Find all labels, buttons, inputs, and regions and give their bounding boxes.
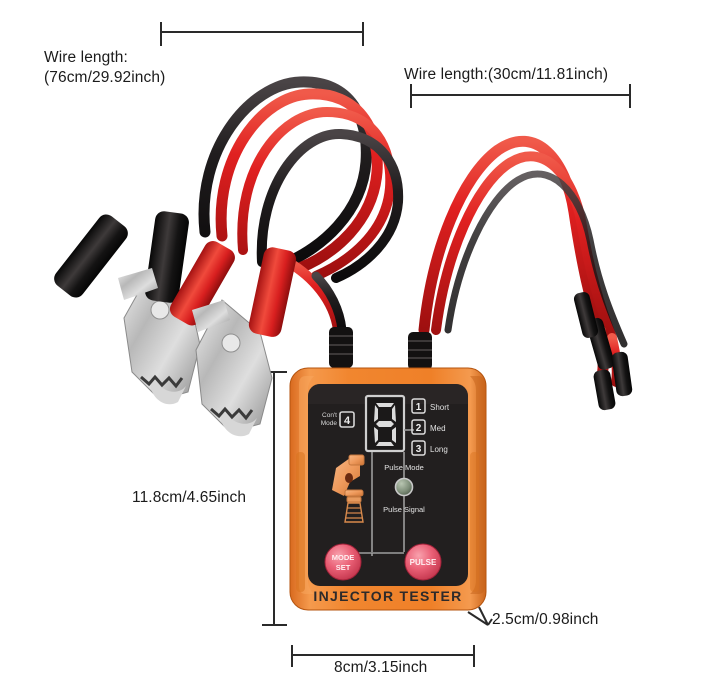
device-thickness-label: 2.5cm/0.98inch — [492, 611, 599, 628]
coil-mode-label-line2: Mode — [321, 420, 338, 427]
wire-length-left-line1: Wire length: — [44, 49, 128, 66]
cable-strain-relief-grommet-right — [408, 332, 432, 370]
panel-traces — [356, 429, 414, 556]
dimension-leader-thickness — [467, 606, 493, 626]
product-name: INJECTOR TESTER — [313, 588, 462, 604]
seven-segment-display — [364, 394, 406, 453]
black-alligator-clip — [54, 211, 201, 405]
pulse-button-label: PULSE — [410, 558, 437, 567]
mode-set-button[interactable]: MODE SET — [324, 543, 362, 581]
mode-label-1: Short — [430, 403, 450, 412]
mode-label-3: Long — [430, 445, 448, 454]
coil-mode-value: 4 — [344, 415, 351, 427]
black-bullet-connector — [573, 292, 633, 411]
pulse-led-indicator: Pulse Mode Pulse Signal — [383, 463, 425, 514]
coil-mode-label-line1: Con't — [322, 412, 337, 419]
mode-number-2: 2 — [416, 423, 422, 434]
mode-item-3: 3 Long — [411, 440, 448, 456]
dimension-line-wire-right — [410, 84, 631, 108]
dimension-line-height — [262, 371, 287, 626]
coil-mode-indicator: 4 Con't Mode — [321, 411, 355, 428]
mode-item-1: 1 Short — [411, 398, 450, 414]
wire-length-right-label: Wire length:(30cm/11.81inch) — [404, 66, 609, 83]
fuel-injector-icon — [332, 454, 365, 523]
pulse-mode-label: Pulse Mode — [384, 463, 424, 472]
dimension-line-width — [291, 645, 475, 667]
red-alligator-clip — [169, 241, 297, 437]
mode-number-3: 3 — [416, 444, 422, 455]
dimension-line-wire-left — [160, 22, 364, 46]
pulse-button[interactable]: PULSE — [404, 543, 442, 581]
mode-label-2: Med — [430, 424, 446, 433]
mode-item-2: 2 Med — [411, 419, 446, 435]
mode-set-button-line2: SET — [336, 563, 351, 572]
mode-set-button-line1: MODE — [332, 553, 355, 562]
wire-length-left-line2: (76cm/29.92inch) — [44, 69, 166, 86]
wire-harness-left — [198, 76, 404, 335]
wire-length-left-label: Wire length: (76cm/29.92inch) — [44, 48, 165, 88]
device-case: 4 Con't Mode 1 Short 2 Med 3 — [289, 367, 487, 611]
cable-strain-relief-grommet-left — [329, 327, 353, 368]
mode-number-1: 1 — [416, 402, 422, 413]
pulse-signal-label: Pulse Signal — [383, 505, 425, 514]
device-height-label: 11.8cm/4.65inch — [132, 489, 247, 506]
device-width-label: 8cm/3.15inch — [334, 659, 428, 676]
mode-list: 1 Short 2 Med 3 Long — [411, 398, 450, 456]
